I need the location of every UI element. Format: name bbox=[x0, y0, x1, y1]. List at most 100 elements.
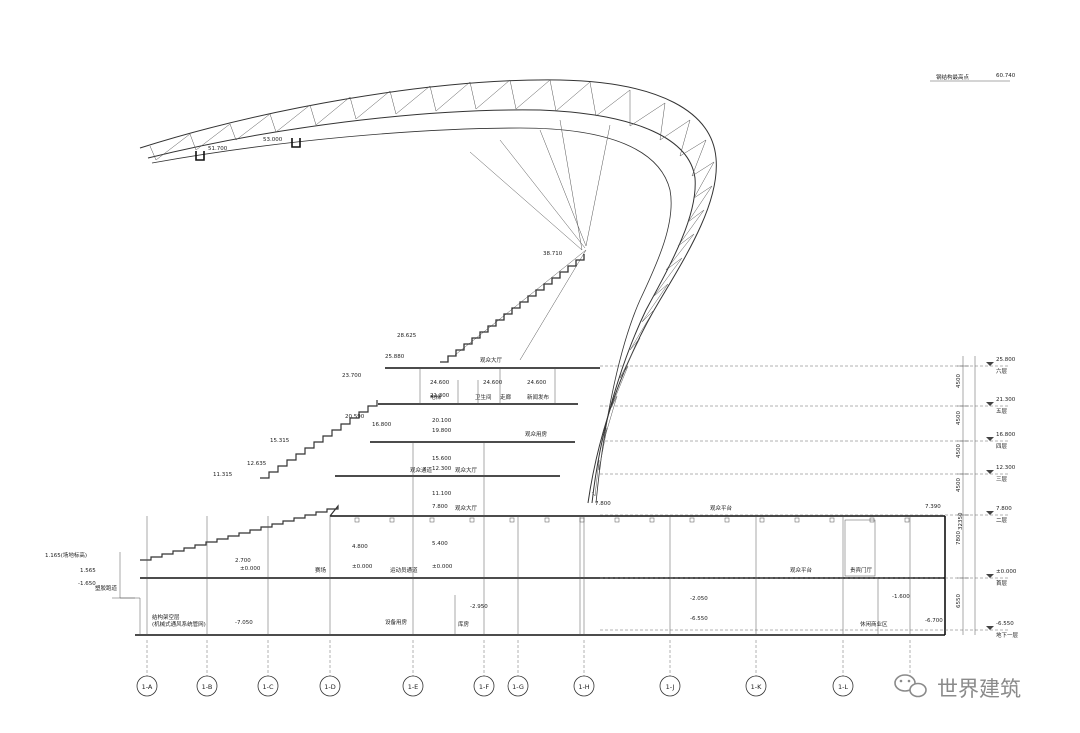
slab-detail bbox=[469, 517, 475, 523]
axis-label: 1-C bbox=[262, 683, 273, 691]
room-label: 观众大厅 bbox=[480, 356, 503, 364]
axis-label: 1-A bbox=[142, 683, 153, 691]
room-label: -2.950 bbox=[470, 604, 488, 610]
truss-member bbox=[629, 337, 641, 351]
building-section bbox=[112, 367, 946, 636]
level-marker-icon bbox=[986, 437, 994, 441]
room-label: 运动员通道 bbox=[390, 566, 418, 574]
room-label: ±0.000 bbox=[240, 566, 261, 572]
slab-detail bbox=[544, 517, 550, 523]
truss-member bbox=[665, 233, 695, 271]
truss-member bbox=[309, 104, 317, 126]
truss-member bbox=[395, 85, 431, 115]
dim-label: 7800 bbox=[956, 531, 962, 545]
truss-member bbox=[619, 365, 629, 379]
roof-labels: 钢结构最高点 60.740 53.000 51.700 38.710 28.62… bbox=[208, 73, 1016, 339]
axis-bubble bbox=[319, 675, 341, 697]
room-label: 24.600 bbox=[483, 380, 503, 386]
room-label: 结构架空层 bbox=[152, 613, 180, 621]
level-marker-icon bbox=[986, 470, 994, 474]
truss-member bbox=[591, 491, 596, 497]
room-label: 观众大厅 bbox=[455, 466, 478, 474]
stair-top-elev: 38.710 bbox=[543, 251, 563, 257]
dim-label: 6550 bbox=[956, 594, 962, 608]
level-name: 三层 bbox=[996, 476, 1008, 483]
slab-detail bbox=[509, 517, 515, 523]
roof-edge-elev-a: 53.000 bbox=[263, 137, 283, 143]
truss-member bbox=[149, 145, 157, 161]
axis-bubble bbox=[402, 675, 424, 697]
slab-detail bbox=[614, 517, 620, 523]
room-label: 观众大厅 bbox=[455, 504, 478, 512]
room-label: 设备用房 bbox=[385, 618, 408, 626]
room-label: 赛场 bbox=[315, 566, 327, 574]
level-elev: 21.300 bbox=[996, 397, 1016, 403]
room-label: 1.565 bbox=[80, 568, 96, 574]
truss-member bbox=[315, 96, 351, 126]
room-label: -1.650 bbox=[78, 581, 96, 587]
level-name: 二层 bbox=[996, 517, 1008, 524]
axis-bubble bbox=[573, 675, 595, 697]
axis-label: 1-K bbox=[751, 683, 762, 691]
truss-member bbox=[619, 337, 641, 379]
room-label: 卫生间 bbox=[475, 393, 492, 401]
slab-detail bbox=[354, 517, 360, 523]
axis-label: 1-G bbox=[512, 683, 524, 691]
room-label: 24.600 bbox=[527, 380, 547, 386]
slab-detail bbox=[759, 517, 765, 523]
truss-member bbox=[629, 309, 655, 351]
slab-detail bbox=[579, 517, 585, 523]
room-label: 新闻发布 bbox=[527, 393, 550, 401]
truss-member bbox=[549, 79, 557, 112]
slab-detail bbox=[829, 517, 835, 523]
truss-member bbox=[610, 365, 629, 409]
truss-member bbox=[665, 257, 683, 271]
wechat-icon bbox=[894, 674, 927, 698]
room-label: 观众用房 bbox=[525, 430, 548, 438]
truss-member bbox=[475, 79, 511, 110]
room-label: 7.800 bbox=[595, 501, 611, 507]
stand-elev: 20.590 bbox=[345, 414, 365, 420]
room-label: 观众平台 bbox=[790, 566, 813, 574]
axis-label: 1-D bbox=[324, 683, 336, 691]
axis-label: 1-F bbox=[479, 683, 489, 691]
dim-label: 4500 bbox=[956, 444, 962, 458]
truss-member bbox=[693, 161, 715, 199]
room-label: ±0.000 bbox=[352, 564, 373, 570]
level-name: 首层 bbox=[996, 579, 1008, 587]
truss-member bbox=[679, 139, 707, 157]
truss-member bbox=[677, 209, 705, 247]
truss-member bbox=[594, 459, 600, 497]
truss-member bbox=[429, 85, 437, 112]
dim-label: 4500 bbox=[956, 374, 962, 388]
truss-member bbox=[641, 309, 655, 323]
level-marker-icon bbox=[986, 511, 994, 515]
room-label: -6.550 bbox=[690, 616, 708, 622]
dim-label: 4500 bbox=[956, 411, 962, 425]
stand-elev: 25.880 bbox=[385, 354, 405, 360]
axis-bubble bbox=[745, 675, 767, 697]
level-elev: -6.550 bbox=[996, 621, 1014, 627]
truss-member bbox=[653, 283, 669, 297]
truss-member bbox=[659, 102, 666, 141]
axis-label: 1-L bbox=[838, 683, 848, 691]
room-label: 4.800 bbox=[352, 544, 368, 550]
axis-bubble bbox=[257, 675, 279, 697]
truss-member bbox=[629, 102, 666, 127]
room-label: 1.165(场地标高) bbox=[45, 551, 87, 559]
truss-member bbox=[589, 81, 597, 117]
room-label: ±0.000 bbox=[432, 564, 453, 570]
axis-label: 1-E bbox=[408, 683, 419, 691]
room-label: -7.050 bbox=[235, 620, 253, 626]
room-label: 贵宾门厅 bbox=[850, 566, 873, 574]
level-elev: 25.800 bbox=[996, 357, 1016, 363]
room-label: 5.400 bbox=[432, 541, 448, 547]
room-label: 16.800 bbox=[372, 422, 392, 428]
roof-edge-elev-b: 51.700 bbox=[208, 146, 228, 152]
room-label: -6.700 bbox=[925, 618, 943, 624]
upper-stand-elev: 28.625 bbox=[397, 333, 417, 339]
slab-detail bbox=[869, 517, 875, 523]
roof-top-label: 钢结构最高点 bbox=[936, 73, 970, 81]
